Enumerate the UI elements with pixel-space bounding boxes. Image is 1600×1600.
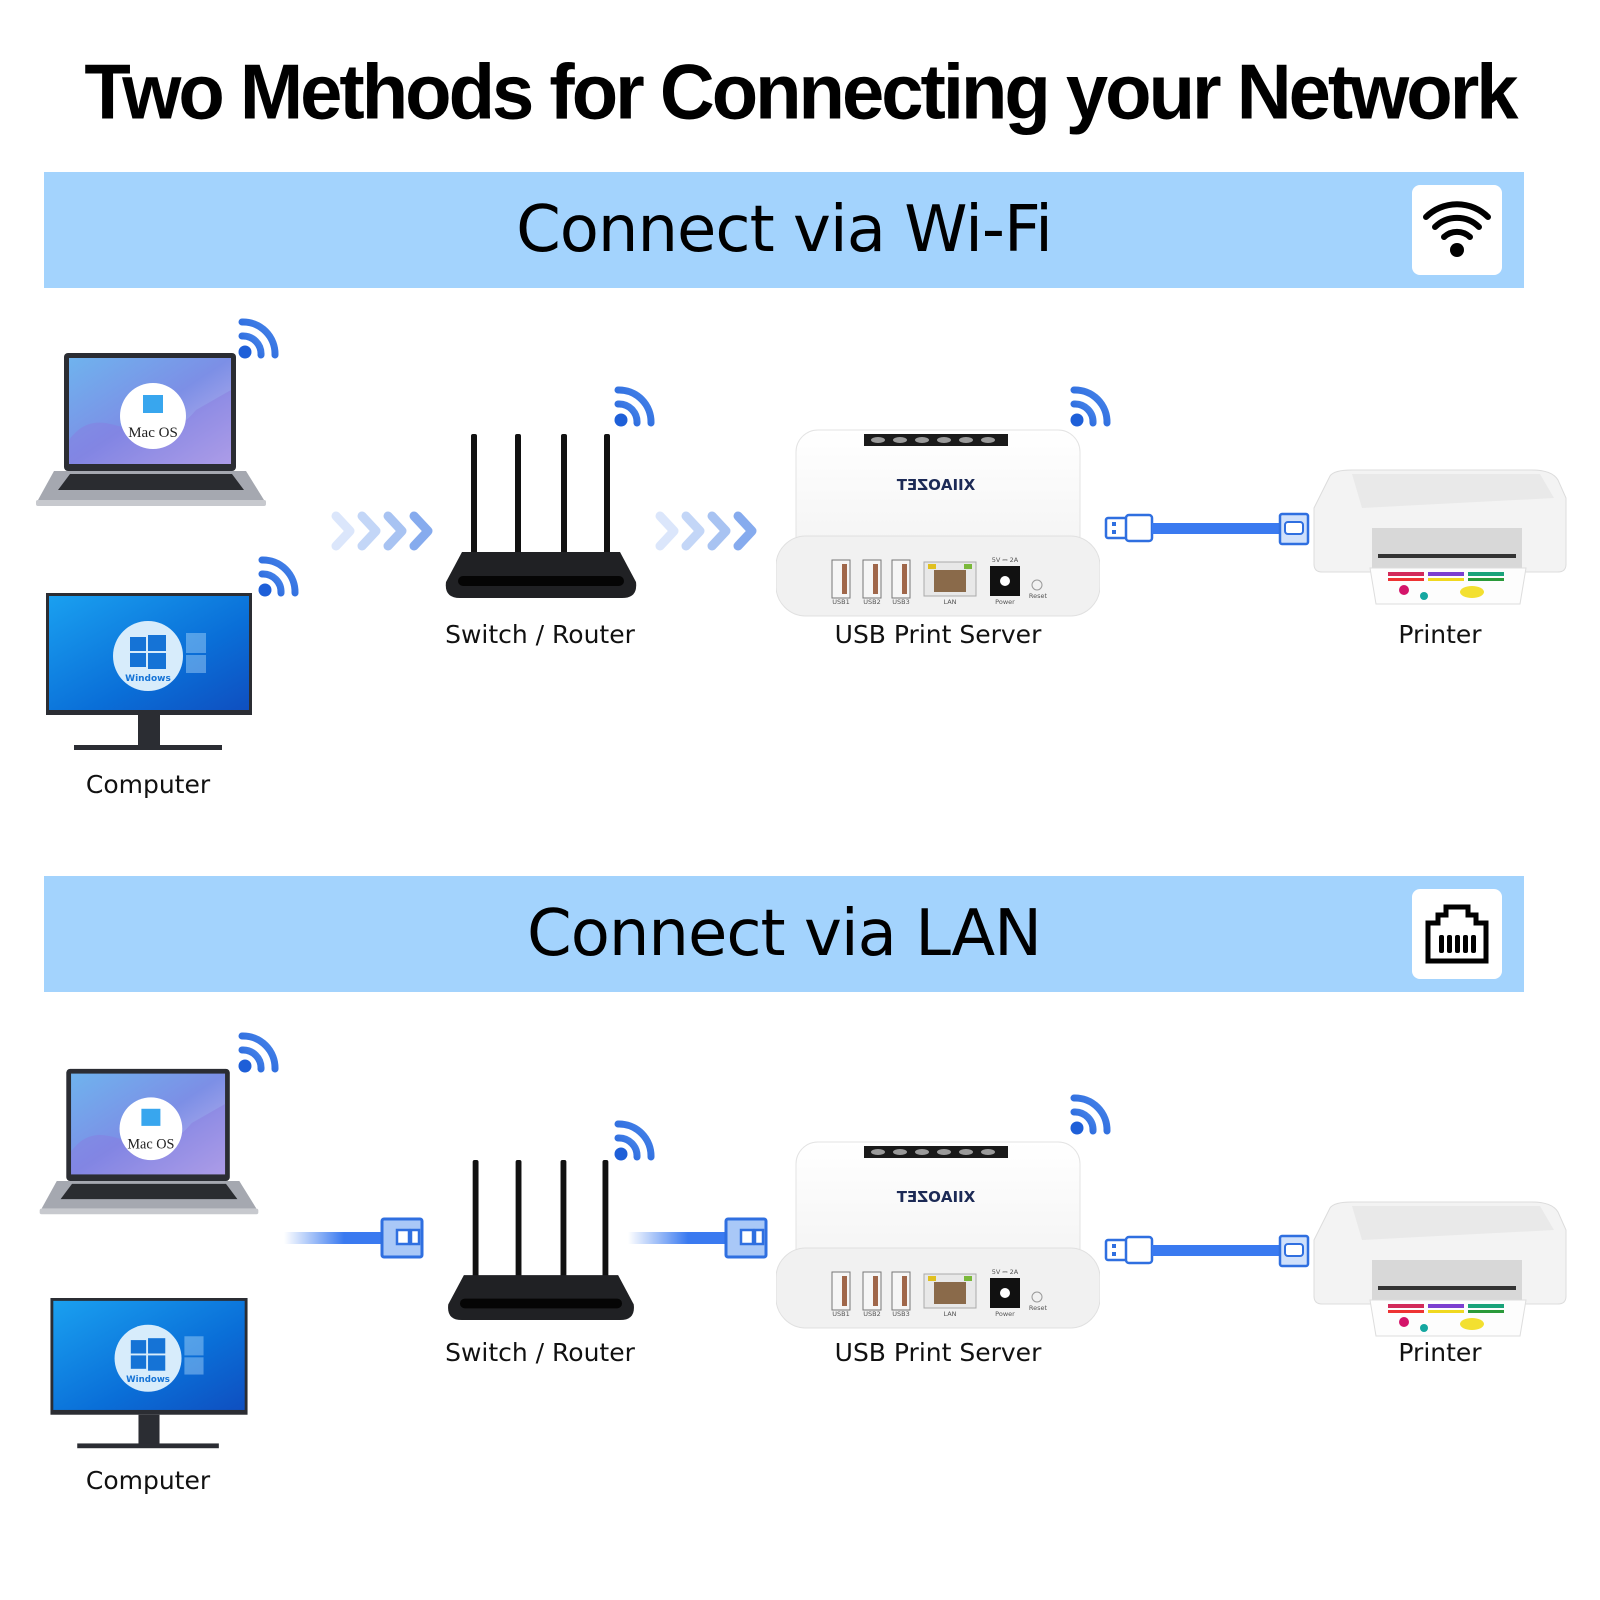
computer-label: Computer [85, 770, 211, 799]
section-header-lan: Connect via LAN [44, 876, 1524, 992]
svg-text:Mac OS: Mac OS [127, 1137, 174, 1153]
printer-icon [1313, 1201, 1567, 1337]
svg-text:USB3: USB3 [892, 1310, 909, 1318]
print-server-label: USB Print Server [834, 1338, 1042, 1367]
laptop-icon: Mac OS [39, 1068, 259, 1215]
print-server-icon: XIIAOZET USB1 USB2 USB3 LAN Power Reset 5V ⎓… [776, 1141, 1100, 1329]
svg-text:USB3: USB3 [892, 598, 909, 606]
chevrons-right-icon [654, 510, 764, 552]
svg-text:Windows: Windows [126, 1375, 170, 1385]
router-device [446, 1158, 636, 1322]
printer-label: Printer [1398, 1338, 1482, 1367]
svg-text:LAN: LAN [943, 598, 956, 606]
router-icon [448, 1159, 634, 1321]
svg-text:USB1: USB1 [832, 598, 849, 606]
section-heading: Connect via LAN [527, 897, 1042, 971]
brand-logo: XIIAOZET [896, 476, 975, 494]
wireless-signal-icon [612, 1114, 662, 1164]
router-label: Switch / Router [445, 620, 635, 649]
svg-text:Power: Power [995, 1310, 1015, 1318]
svg-text:5V ⎓ 2A: 5V ⎓ 2A [992, 1268, 1019, 1276]
printer-device [1312, 468, 1568, 608]
print-server-icon: XIIAOZET USB1 USB2 USB3 LAN Power Reset 5V ⎓… [776, 429, 1100, 617]
printer-icon [1313, 469, 1567, 605]
router-label: Switch / Router [445, 1338, 635, 1367]
wireless-signal-icon [236, 1026, 286, 1076]
wireless-signal-icon [1068, 1088, 1118, 1138]
usb-cable-icon [1104, 1232, 1310, 1270]
svg-text:Power: Power [995, 598, 1015, 606]
monitor-icon: Windows [46, 593, 252, 750]
svg-text:USB2: USB2 [863, 1310, 880, 1318]
wireless-signal-icon [236, 312, 286, 362]
printer-device [1312, 1200, 1568, 1340]
page-title: Two Methods for Connecting your Network [84, 49, 1518, 136]
ethernet-cable-icon [628, 1216, 774, 1260]
print-server-device: XIIAOZET USB1 USB2 USB3 LAN Power Reset 5V ⎓… [776, 428, 1100, 618]
wireless-signal-icon [1068, 380, 1118, 430]
laptop-device: Mac OS [36, 350, 266, 512]
computer-label: Computer [85, 1466, 211, 1495]
svg-text:Reset: Reset [1029, 1304, 1048, 1312]
computer-device: Windows [46, 593, 252, 755]
router-device [444, 432, 638, 600]
laptop-device: Mac OS [38, 1066, 260, 1220]
computer-device: Windows [50, 1298, 248, 1453]
wireless-signal-icon [612, 380, 662, 430]
usb-cable-icon [1104, 510, 1310, 548]
router-icon [445, 434, 637, 598]
monitor-icon: Windows [50, 1298, 248, 1449]
svg-text:Reset: Reset [1029, 592, 1048, 600]
svg-text:LAN: LAN [943, 1310, 956, 1318]
chevrons-right-icon [330, 510, 440, 552]
print-server-device: XIIAOZET USB1 USB2 USB3 LAN Power Reset 5V ⎓… [776, 1140, 1100, 1330]
printer-label: Printer [1398, 620, 1482, 649]
svg-text:USB2: USB2 [863, 598, 880, 606]
brand-logo: XIIAOZET [896, 1188, 975, 1206]
svg-text:USB1: USB1 [832, 1310, 849, 1318]
svg-text:Mac OS: Mac OS [128, 425, 178, 441]
svg-text:Windows: Windows [125, 674, 171, 684]
laptop-icon: Mac OS [36, 353, 266, 506]
ethernet-port-icon [1412, 889, 1502, 979]
section-header-wifi: Connect via Wi-Fi [44, 172, 1524, 288]
ethernet-cable-icon [284, 1216, 430, 1260]
wifi-icon [1412, 185, 1502, 275]
svg-text:5V ⎓ 2A: 5V ⎓ 2A [992, 556, 1019, 564]
wireless-signal-icon [256, 550, 306, 600]
section-heading: Connect via Wi-Fi [516, 193, 1053, 267]
print-server-label: USB Print Server [834, 620, 1042, 649]
